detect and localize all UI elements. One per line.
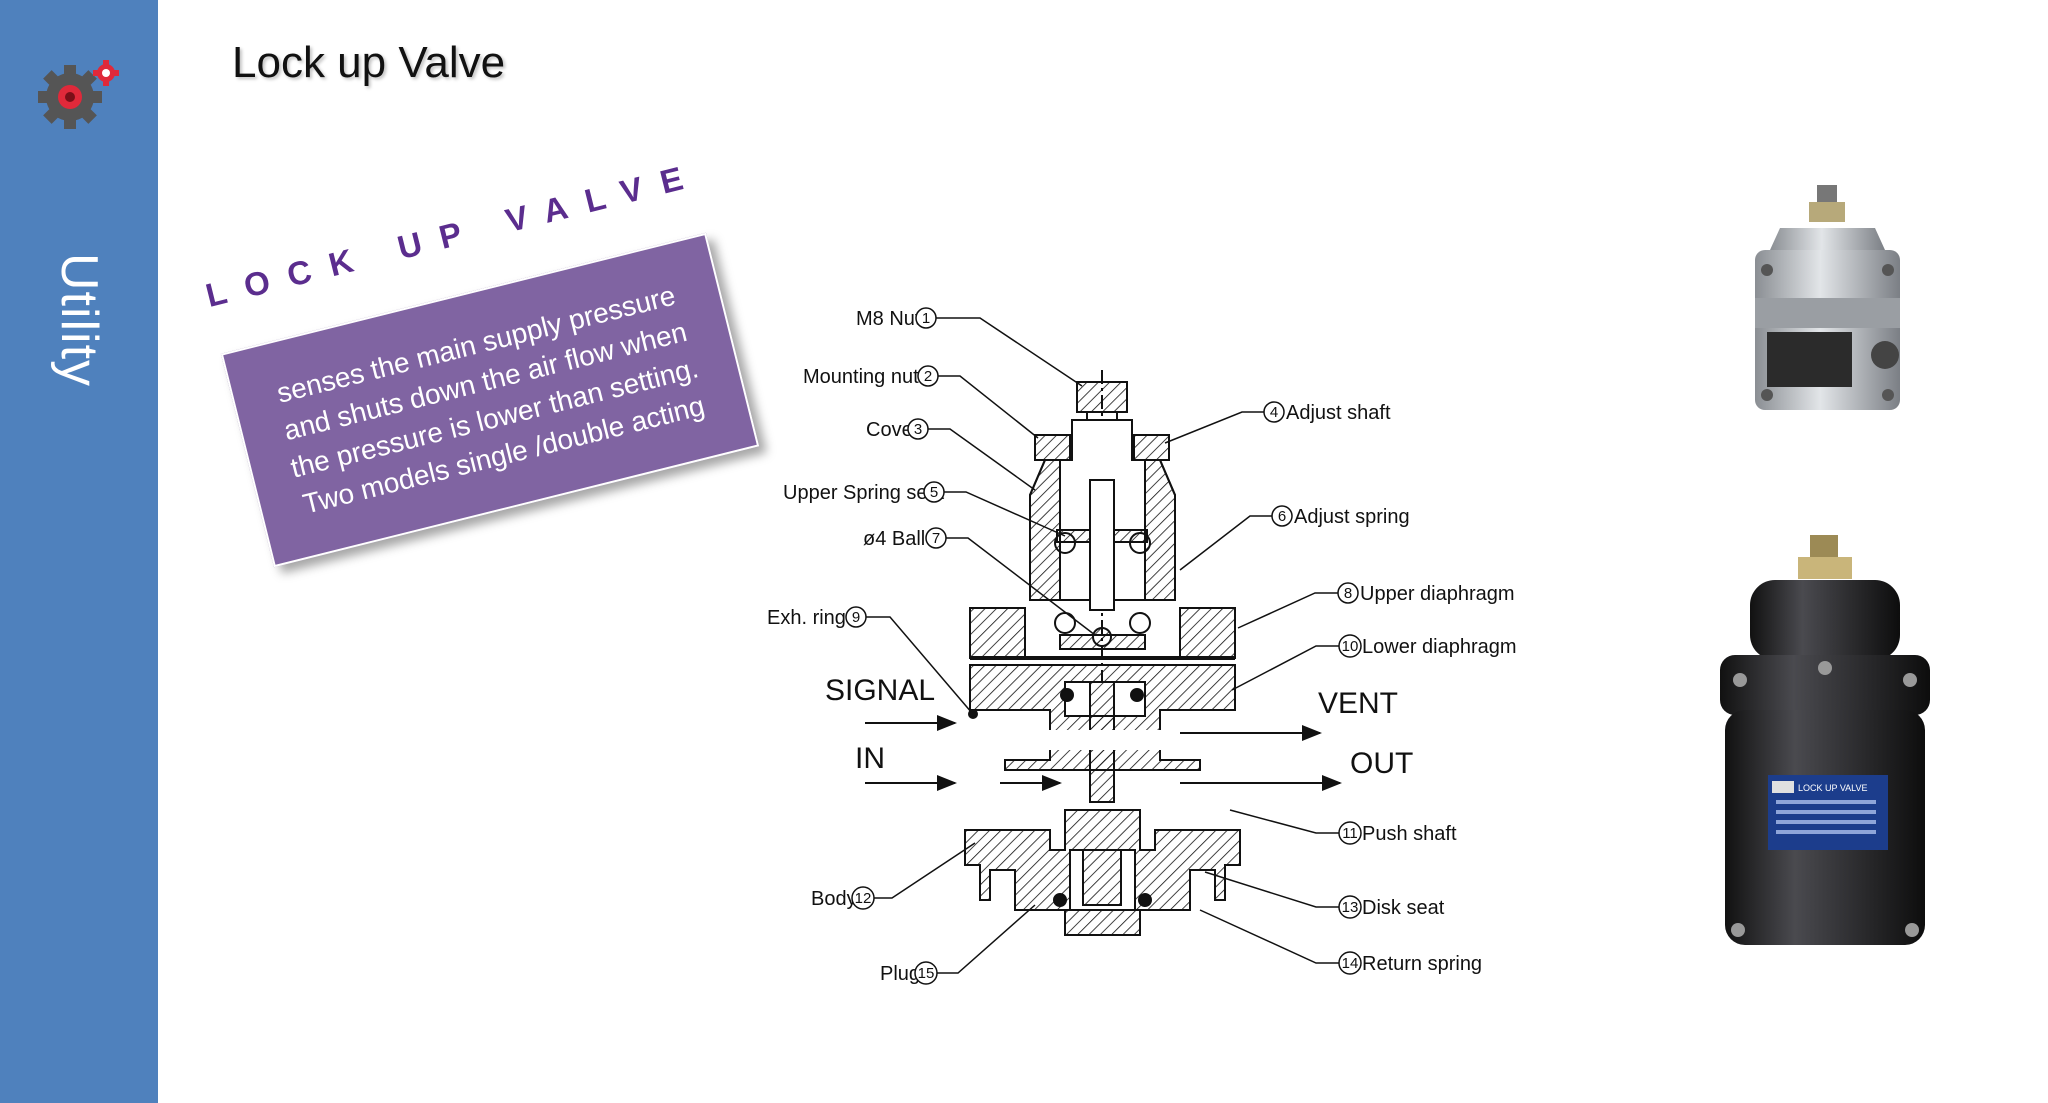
part-label: M8 Nut [856,308,921,330]
part-label: Lower diaphragm [1362,636,1517,658]
sidebar: Utility [0,0,158,1103]
gears-icon [38,60,119,129]
part-number: 3 [914,421,922,438]
part-number: 7 [932,530,940,547]
part-label: Adjust spring [1294,506,1410,528]
product-label-text: LOCK UP VALVE [1798,783,1868,793]
part-number: 4 [1270,404,1278,421]
flow-arrows [865,715,1342,791]
part-label: Return spring [1362,953,1482,975]
valve-cross-section-diagram: SIGNAL IN VENT OUT M8 Nut Mounting nut C… [767,307,1517,985]
part-number: 9 [852,609,860,626]
part-label: Push shaft [1362,823,1457,845]
port-label-vent: VENT [1318,687,1398,720]
part-number: 2 [924,368,932,385]
leader-lines [866,317,1340,974]
part-number: 5 [930,484,938,501]
section-label: Utility [50,252,108,388]
part-label: Upper Spring seat [783,482,945,504]
part-label: Adjust shaft [1286,402,1391,424]
part-number: 1 [922,310,930,327]
part-label: Mounting nut [803,366,919,388]
part-label: Body [811,888,857,910]
page-title: Lock up Valve [232,38,506,87]
part-number: 8 [1344,585,1352,602]
part-number: 6 [1278,508,1286,525]
part-number: 15 [918,965,935,982]
part-label: Upper diaphragm [1360,583,1515,605]
part-label: ø4 Ball [863,528,925,550]
product-photo-single-acting [1755,185,1900,410]
part-number: 10 [1342,638,1359,655]
product-photo-double-acting: LOCK UP VALVE [1720,535,1930,945]
part-label: Cover [866,419,920,441]
port-label-in: IN [855,742,885,775]
valve-body-drawing [964,370,1241,936]
part-label: Plug [880,963,920,985]
part-label: Disk seat [1362,897,1445,919]
part-number: 12 [855,890,872,907]
callout: LOCK UP VALVE senses the main supply pre… [202,155,760,568]
callout-body: senses the main supply pressure and shut… [248,271,731,530]
port-label-out: OUT [1350,747,1413,780]
part-number: 11 [1342,825,1358,842]
part-number: 14 [1342,955,1359,972]
part-label: Exh. ring [767,607,846,629]
port-label-signal: SIGNAL [825,674,935,707]
part-number: 13 [1342,899,1359,916]
